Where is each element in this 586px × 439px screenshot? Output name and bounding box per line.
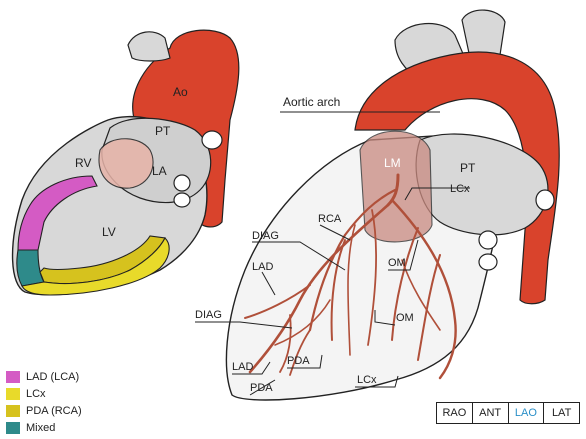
artery-lm [386, 173, 400, 207]
leader-om-bottom [374, 310, 396, 326]
leader-diag-top [252, 241, 346, 271]
right-label-pda-bottom: PDA [250, 382, 273, 394]
leader-om-top [388, 239, 419, 271]
right-label-lcx-top: LCx [450, 183, 470, 195]
left-heart: Ao PT LA RV LV [11, 29, 240, 296]
right-label-lm: LM [384, 156, 401, 170]
right-label-lad-bottom: LAD [232, 361, 253, 373]
artery-lcx [390, 198, 457, 380]
left-label-rv: RV [75, 156, 91, 170]
segment-lad [17, 175, 98, 251]
artery-om-2 [417, 254, 441, 361]
legend-label-mixed: Mixed [26, 421, 56, 434]
right-aorta [354, 51, 560, 305]
artery-pda [289, 329, 311, 376]
legend-item-lcx: LCx [6, 385, 126, 402]
artery-rca [308, 188, 397, 332]
right-label-lcx-bottom: LCx [357, 374, 377, 386]
artery-diag-2 [244, 284, 311, 319]
right-pulmonary-vein-2 [478, 253, 498, 271]
legend-item-mixed: Mixed [6, 419, 126, 436]
right-label-rca: RCA [318, 213, 342, 225]
legend-swatch-lad [6, 370, 20, 383]
leader-lcx-bottom [355, 375, 399, 388]
view-tab-lat[interactable]: LAT [551, 407, 572, 419]
leader-rca [319, 224, 351, 241]
legend-swatch-mixed [6, 421, 20, 434]
right-pulmonary-vein-1 [478, 230, 498, 250]
legend-item-lad: LAD (LCA) [6, 368, 126, 385]
leader-lines [195, 111, 470, 396]
right-pt-branch [535, 189, 555, 211]
artery-diag-1 [330, 239, 346, 341]
legend-item-pda: PDA (RCA) [6, 402, 126, 419]
leader-diag-bottom [195, 321, 293, 329]
right-label-diag-top: DIAG [252, 230, 279, 242]
legend-label-pda: PDA (RCA) [26, 404, 82, 417]
legend-label-lad: LAD (LCA) [26, 370, 80, 383]
segment-lcx [21, 237, 170, 296]
leader-lad-bottom [232, 361, 271, 375]
legend-swatch-lcx [6, 387, 20, 400]
right-label-lad-left: LAD [252, 261, 273, 273]
left-label-lv: LV [102, 225, 116, 239]
artery-diag-3 [279, 314, 292, 373]
artery-om-1 [391, 227, 419, 341]
left-pt-branch [201, 130, 223, 150]
right-label-pda-mid: PDA [287, 355, 310, 367]
artery-branch-d [401, 259, 441, 331]
right-heart: Aortic arch LM PT RCA LCx DIAG OM LAD DI… [195, 9, 560, 401]
left-label-ao: Ao [173, 85, 188, 99]
view-selector: RAO ANT LAO LAT [436, 402, 580, 424]
left-aortic-root [98, 138, 154, 189]
left-pulmonary-vein-2 [173, 192, 191, 208]
right-label-om-top: OM [388, 257, 406, 269]
right-label-diag-bottom: DIAG [195, 309, 222, 321]
legend-label-lcx: LCx [26, 387, 46, 400]
leader-lcx-top [404, 187, 470, 201]
artery-branch-b [347, 224, 356, 356]
leader-lad-left [261, 271, 276, 296]
left-label-pt: PT [155, 124, 171, 138]
view-tab-rao[interactable]: RAO [437, 403, 473, 423]
right-label-aortic-arch: Aortic arch [283, 95, 340, 109]
legend: LAD (LCA) LCx PDA (RCA) Mixed [6, 368, 126, 436]
artery-lad [248, 203, 390, 374]
leader-pda-mid [287, 354, 323, 369]
left-label-la: LA [152, 164, 167, 178]
view-tab-lao[interactable]: LAO [509, 403, 545, 423]
view-tab-ant[interactable]: ANT [473, 403, 509, 423]
left-great-vessels [127, 31, 171, 62]
right-label-om-bottom: OM [396, 312, 414, 324]
artery-branch-c [274, 299, 331, 346]
right-great-vessel-2 [461, 9, 506, 59]
leader-pda-bottom [249, 379, 276, 396]
right-label-pt: PT [460, 161, 476, 175]
legend-swatch-pda [6, 404, 20, 417]
coronary-arteries [244, 173, 457, 380]
left-pulmonary-vein-1 [173, 174, 191, 192]
artery-branch-a [367, 209, 377, 346]
